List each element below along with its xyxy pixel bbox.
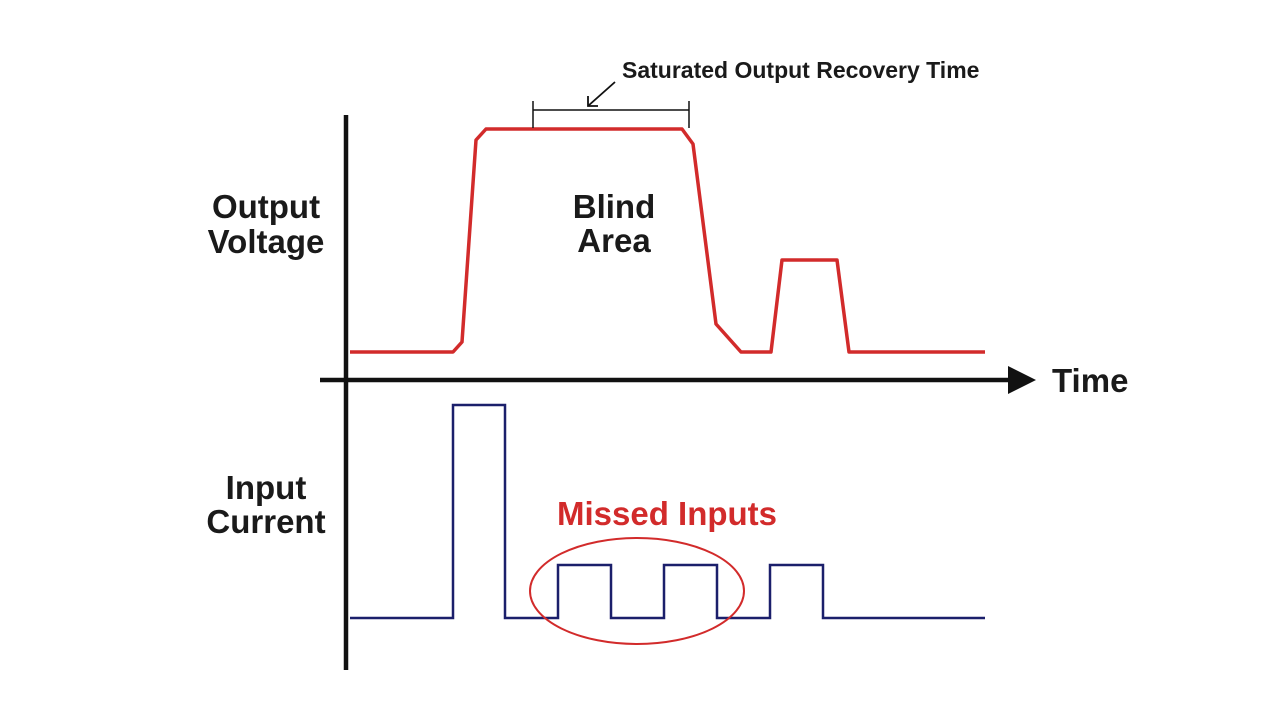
output-voltage-label-line-2: Voltage [208,223,325,260]
output-voltage-trace [350,127,985,354]
time-axis-label: Time [1052,362,1128,399]
recovery-time-pointer-icon [587,81,616,107]
missed-inputs-label: Missed Inputs [557,495,777,532]
blind-area-label-line-1: Blind [573,188,655,225]
recovery-time-bracket [532,101,690,128]
input-current-trace [350,403,985,620]
missed-inputs-ellipse [529,537,745,645]
recovery-time-label: Saturated Output Recovery Time [622,57,979,83]
input-current-label-line-1: Input [226,469,307,506]
time-axis-arrow-icon [1008,366,1036,394]
output-voltage-label-line-1: Output [212,188,320,225]
input-current-label-line-2: Current [206,503,325,540]
blind-area-label-line-2: Area [577,222,651,259]
